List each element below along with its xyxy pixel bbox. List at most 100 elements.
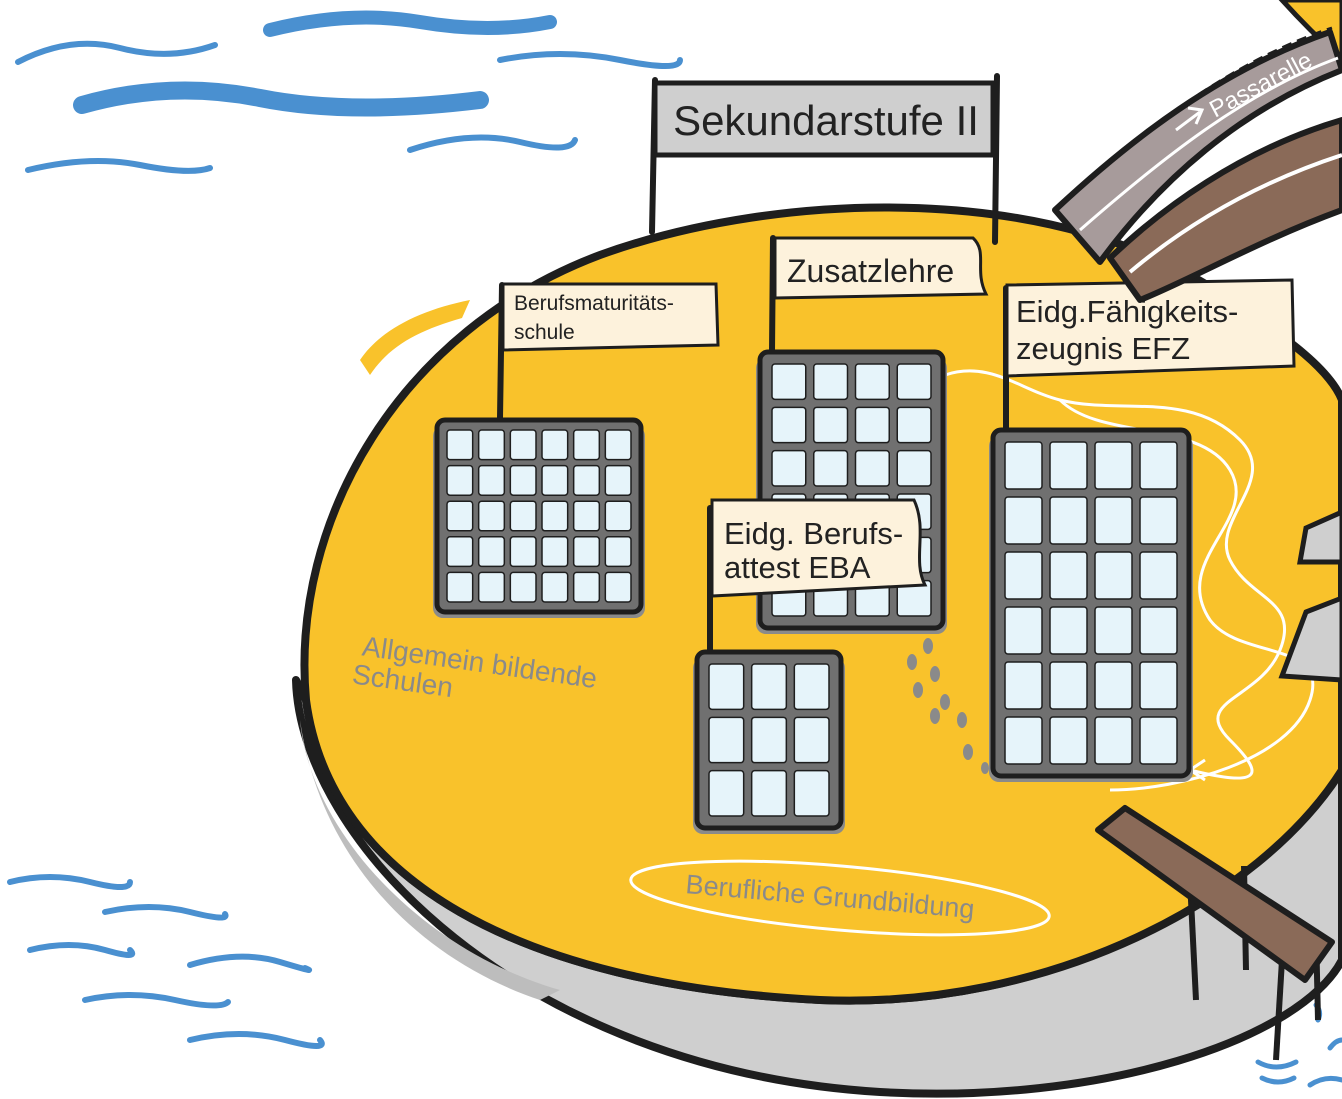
building-window (604, 500, 632, 532)
building-window (1139, 496, 1178, 545)
building-window (1139, 661, 1178, 710)
building-window (1004, 496, 1043, 545)
building-window (1004, 441, 1043, 490)
building-window (854, 406, 890, 444)
building-window (604, 571, 632, 603)
building-window (750, 716, 788, 764)
sign-eba-line2: attest EBA (724, 550, 871, 585)
sign-efz-line2: zeugnis EFZ (1016, 331, 1190, 366)
building-efz (989, 427, 1193, 782)
building-window (509, 571, 537, 603)
building-window (1094, 496, 1133, 545)
building-window (1049, 441, 1088, 490)
sign-zusatzlehre (773, 236, 989, 300)
building-window (750, 769, 788, 817)
island-top-wobble (360, 300, 470, 375)
building-window (1094, 441, 1133, 490)
building-window (1139, 551, 1178, 600)
building-window (1049, 551, 1088, 600)
sign-berufsmaturitaet (501, 282, 720, 352)
building-window (793, 769, 830, 817)
building-window (771, 406, 807, 444)
building-window (1049, 496, 1088, 545)
building-window (541, 464, 569, 496)
building-window (446, 571, 474, 603)
building-berufsmaturitaetsschule (433, 417, 645, 618)
building-window (1049, 606, 1088, 655)
building-window (446, 500, 474, 532)
building-window (1139, 606, 1178, 655)
building-window (793, 716, 830, 764)
building-window (477, 429, 506, 461)
building-window (1139, 441, 1178, 490)
building-window (708, 663, 745, 711)
building-window (604, 464, 632, 496)
edge-panel-2 (1278, 595, 1342, 683)
building-window (1094, 551, 1133, 600)
building-window (541, 571, 569, 603)
building-window (446, 464, 474, 496)
building-window (446, 536, 474, 568)
building-window (572, 500, 601, 532)
building-window (477, 536, 506, 568)
building-window (1139, 716, 1178, 765)
water-waves-top (15, 10, 683, 174)
sign-berufsmaturitaet-line1: Berufsmaturitäts- (514, 292, 674, 315)
building-window (1004, 606, 1043, 655)
building-window (793, 663, 830, 711)
building-window (509, 464, 537, 496)
building-window (854, 449, 890, 487)
sign-zusatzlehre-label: Zusatzlehre (787, 253, 954, 289)
career-path-line (944, 369, 1287, 780)
building-window (477, 464, 506, 496)
sign-efz-line1: Eidg.Fähigkeits- (1016, 294, 1238, 329)
sign-efz (1005, 278, 1296, 378)
edge-panel-1 (1297, 509, 1342, 565)
label-grundbildung-outline (629, 859, 1051, 937)
building-window (541, 500, 569, 532)
building-window (1049, 716, 1088, 765)
building-window (509, 429, 537, 461)
sign-eba-line1: Eidg. Berufs- (724, 516, 903, 551)
building-window (1094, 661, 1133, 710)
building-window (750, 663, 788, 711)
building-window (1094, 716, 1133, 765)
building-eba (693, 649, 845, 834)
building-window (854, 363, 890, 401)
pier (1095, 805, 1335, 1061)
building-window (813, 363, 849, 401)
building-window (813, 406, 849, 444)
building-window (604, 429, 632, 461)
building-window (896, 406, 932, 444)
building-window (1004, 661, 1043, 710)
building-window (1049, 661, 1088, 710)
building-window (1094, 606, 1133, 655)
building-window (541, 429, 569, 461)
footprints (907, 638, 989, 774)
sign-berufsmaturitaet-line2: schule (514, 321, 575, 344)
building-window (477, 500, 506, 532)
building-window (896, 363, 932, 401)
building-window (541, 536, 569, 568)
building-window (771, 449, 807, 487)
passarelle-bridge: Passarelle (1052, 0, 1342, 303)
building-window (509, 500, 537, 532)
building-window (477, 571, 506, 603)
main-title: Sekundarstufe II (673, 97, 979, 144)
building-window (572, 571, 601, 603)
sign-eba (710, 498, 928, 598)
building-window (572, 464, 601, 496)
building-window (1004, 716, 1043, 765)
building-window (708, 716, 745, 764)
building-window (1004, 551, 1043, 600)
building-window (813, 449, 849, 487)
building-window (604, 536, 632, 568)
water-waves-bottom (7, 874, 325, 1049)
building-window (446, 429, 474, 461)
main-title-banner (652, 80, 996, 158)
building-window (572, 429, 601, 461)
building-window (509, 536, 537, 568)
building-window (572, 536, 601, 568)
building-window (708, 769, 745, 817)
